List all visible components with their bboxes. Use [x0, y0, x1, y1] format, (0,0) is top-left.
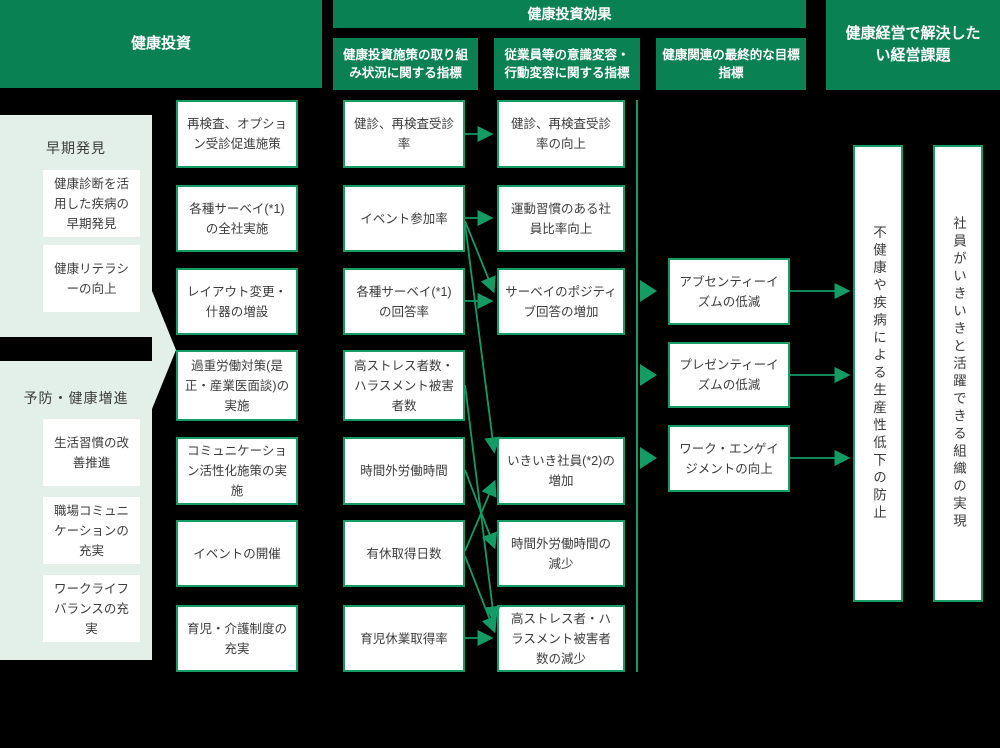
- flow-node: 時間外労働時間: [343, 437, 465, 505]
- flow-node: サーベイのポジティブ回答の増加: [497, 268, 625, 335]
- flow-node: 生活習慣の改善推進: [43, 419, 140, 486]
- flow-node: 時間外労働時間の減少: [497, 520, 625, 587]
- flow-node: ワーク・エンゲイジメントの向上: [668, 425, 790, 492]
- panel-arrow: [152, 291, 176, 409]
- header-investment-effect: 健康投資効果: [333, 0, 806, 28]
- flow-node: アブセンティーイズムの低減: [668, 258, 790, 325]
- flow-node: 健診、再検査受診率: [343, 100, 465, 168]
- subheader-target-metrics: 健康関連の最終的な目標指標: [656, 38, 806, 90]
- flow-node: 高ストレス者・ハラスメント被害者数の減少: [497, 605, 625, 672]
- flow-node: 育児休業取得率: [343, 605, 465, 672]
- flow-node: 過重労働対策(是正・産業医面談)の実施: [176, 350, 298, 421]
- flow-node: 各種サーベイ(*1)の全社実施: [176, 185, 298, 252]
- flow-node: 健康診断を活用した疾病の早期発見: [43, 170, 140, 237]
- panel-prevention-title: 予防・健康増進: [23, 390, 129, 406]
- flow-node: 職場コミュニケーションの充実: [43, 497, 140, 564]
- flow-node: プレゼンティーイズムの低減: [668, 342, 790, 408]
- subheader-initiative-metrics-label: 健康投資施策の取り組み状況に関する指標: [342, 47, 468, 80]
- subheader-target-metrics-label: 健康関連の最終的な目標指標: [662, 47, 800, 80]
- flow-node: 有休取得日数: [343, 520, 465, 587]
- flow-node: 高ストレス者数・ハラスメント被害者数: [343, 350, 465, 421]
- flow-node: ワークライフバランスの充実: [43, 575, 140, 642]
- flow-node-outcome: 不健康や疾病による生産性低下の防止: [853, 145, 903, 602]
- flow-node: いきいき社員(*2)の増加: [497, 437, 625, 505]
- flow-node-outcome: 社員がいきいきと活躍できる組織の実現: [933, 145, 983, 602]
- flow-node: コミュニケーション活性化施策の実施: [176, 437, 298, 505]
- flow-node: イベントの開催: [176, 520, 298, 587]
- header-investment-effect-label: 健康投資効果: [527, 5, 612, 22]
- header-health-investment-label: 健康投資: [130, 34, 191, 52]
- flow-node: 健診、再検査受診率の向上: [497, 100, 625, 168]
- subheader-initiative-metrics: 健康投資施策の取り組み状況に関する指標: [333, 38, 478, 90]
- header-management-issues: 健康経営で解決したい経営課題: [826, 0, 1000, 90]
- flow-node: 各種サーベイ(*1)の回答率: [343, 268, 465, 335]
- panel-early-detection-title: 早期発見: [46, 140, 106, 156]
- header-health-investment: 健康投資: [0, 0, 322, 88]
- flow-node: イベント参加率: [343, 185, 465, 252]
- subheader-behavior-metrics-label: 従業員等の意識変容・行動変容に関する指標: [504, 47, 630, 80]
- flow-node: 健康リテラシーの向上: [43, 245, 140, 312]
- flow-node: レイアウト変更・什器の増設: [176, 268, 298, 335]
- subheader-behavior-metrics: 従業員等の意識変容・行動変容に関する指標: [494, 38, 640, 90]
- header-management-issues-label: 健康経営で解決したい経営課題: [845, 24, 981, 65]
- flow-node: 育児・介護制度の充実: [176, 605, 298, 672]
- flow-node: 再検査、オプション受診促進施策: [176, 100, 298, 168]
- flow-node: 運動習慣のある社員比率向上: [497, 185, 625, 252]
